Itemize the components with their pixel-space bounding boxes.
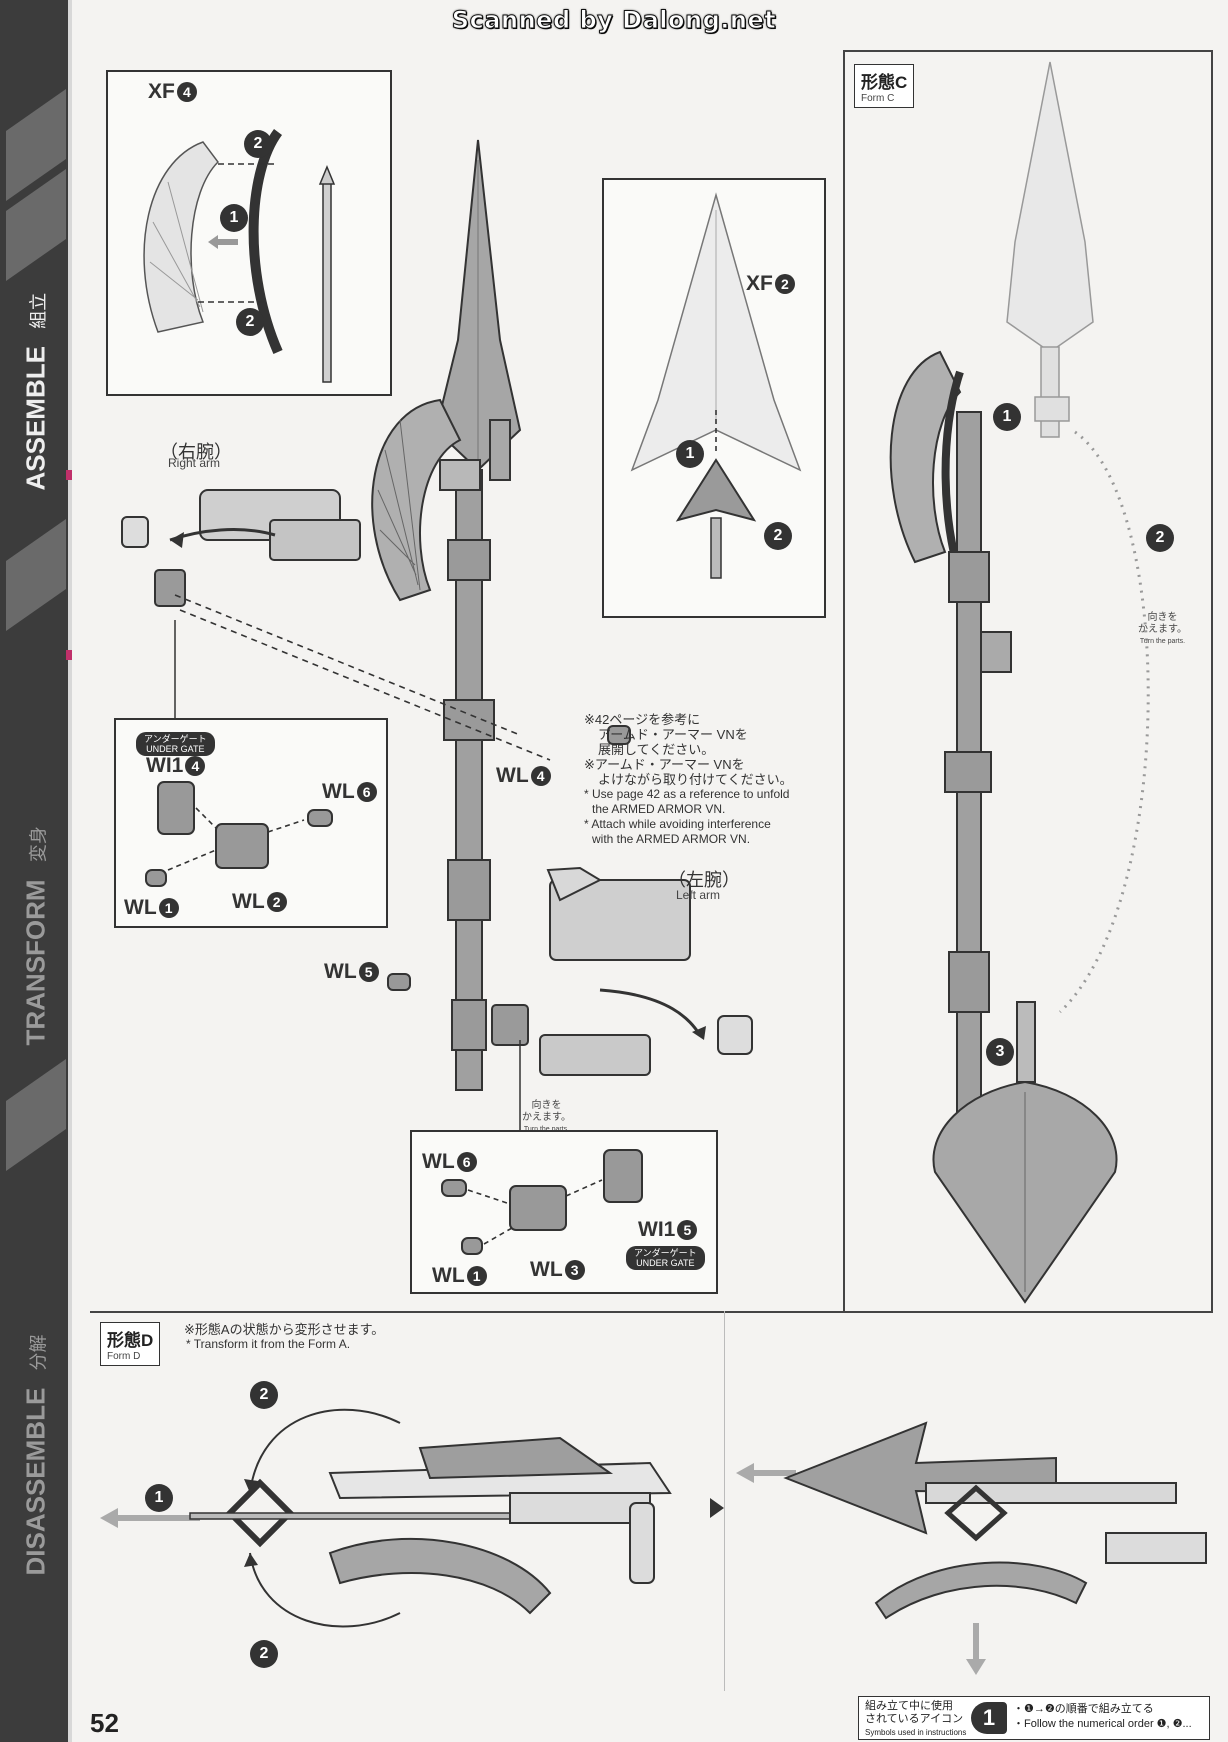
step-number: 2 <box>236 308 264 336</box>
step-number: 2 <box>1146 524 1174 552</box>
turn-parts-note-a: 向きを かえます。 Turn the parts. <box>522 1100 571 1133</box>
step-number: 1 <box>145 1484 173 1512</box>
page-number: 52 <box>90 1708 119 1738</box>
sidebar-accent-mark <box>66 470 72 480</box>
step-number: 2 <box>764 522 792 550</box>
xf4-fan-illustration <box>143 129 336 383</box>
sidebar: ASSEMBLE 組立 TRANSFORM 変身 DISASSEMBLE 分解 <box>0 0 72 1742</box>
sidebar-accent-mark <box>66 650 72 660</box>
step-number: 2 <box>250 1381 278 1409</box>
step-number: 1 <box>993 403 1021 431</box>
symbols-legend-description: ・❶→❷の順番で組み立てる ・Follow the numerical orde… <box>1013 1703 1192 1730</box>
form-d-frame-top <box>90 1311 1213 1313</box>
form-d-left-illustration <box>100 1408 724 1628</box>
hand-parts-illustration-a <box>145 781 333 887</box>
step-order-icon: 1 <box>971 1702 1007 1734</box>
symbols-legend-caption: 組み立て中に使用 されているアイコン Symbols used in instr… <box>865 1700 967 1737</box>
right-arm-jp: （右腕） <box>160 442 232 462</box>
form-d-right-illustration <box>736 1421 1207 1675</box>
form-d-tag: 形態D Form D <box>100 1322 161 1366</box>
form-c-frame-right <box>1211 50 1213 1312</box>
left-arm-en: Left arm <box>676 888 721 902</box>
step-number: 3 <box>986 1038 1014 1066</box>
right-arm-en: Right arm <box>168 456 221 470</box>
sidebar-divider <box>68 0 72 1742</box>
scan-header: Scanned by Dalong.net <box>451 6 777 35</box>
step-number: 1 <box>220 204 248 232</box>
symbols-legend: 組み立て中に使用 されているアイコン Symbols used in instr… <box>858 1696 1210 1740</box>
xf2-blade-illustration <box>630 192 802 579</box>
step-number: 1 <box>676 440 704 468</box>
hand-parts-illustration-b <box>441 1149 643 1255</box>
form-d-note: ※形態Aの状態から変形させます。 * Transform it from the… <box>184 1322 385 1351</box>
form-c-frame-top <box>843 50 1213 52</box>
assembly-note: ※42ページを参考に アームド・アーマー VNを 展開してください。 ※アームド… <box>584 712 793 846</box>
step-number: 2 <box>244 130 272 158</box>
left-arm-jp: （左腕） <box>668 870 740 890</box>
column-divider <box>843 50 845 1312</box>
form-c-tag: 形態C Form C <box>854 64 915 108</box>
step-number: 2 <box>250 1640 278 1668</box>
form-d-divider <box>724 1311 725 1691</box>
form-c-illustration <box>889 61 1150 1304</box>
turn-parts-note-b: 向きを かえます。 Turn the parts. <box>1138 612 1187 645</box>
